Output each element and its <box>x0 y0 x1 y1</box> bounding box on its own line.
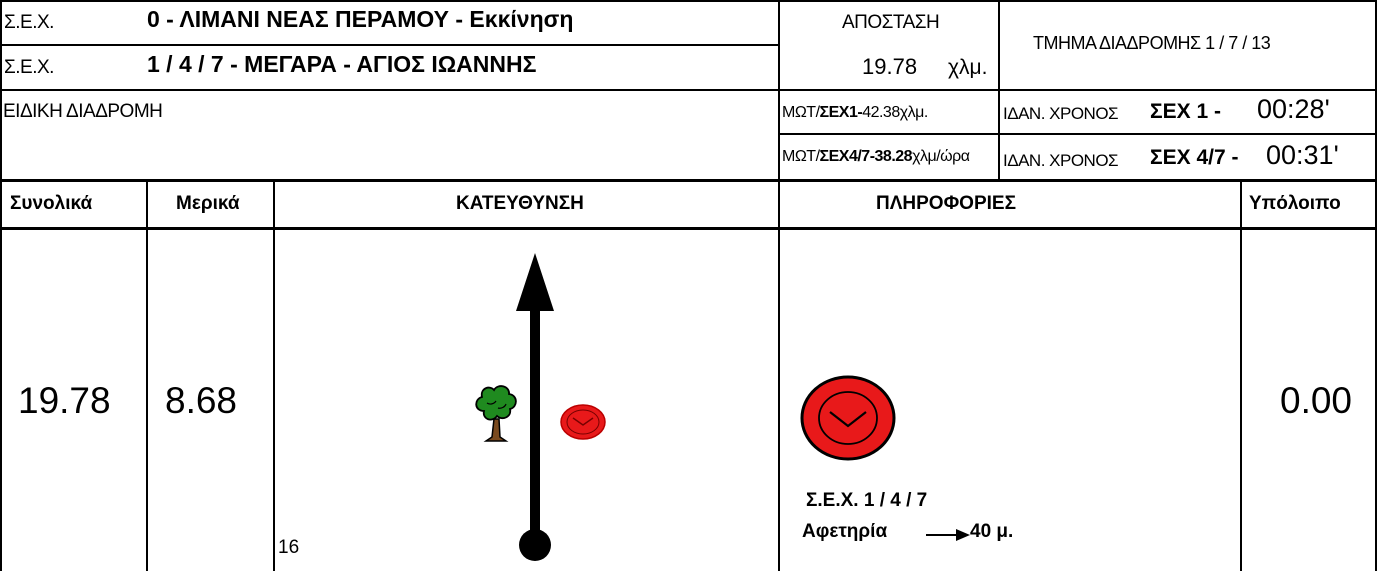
distance-label: ΑΠΟΣΤΑΣΗ <box>842 12 940 33</box>
info-checkpoint: Σ.Ε.Χ. 1 / 4 / 7 <box>806 490 928 511</box>
sex-end-prefix: Σ.Ε.Χ. <box>4 57 54 78</box>
sex-start-title: 0 - ΛΙΜΑΝΙ ΝΕΑΣ ΠΕΡΑΜΟΥ - Εκκίνηση <box>147 6 574 32</box>
ideal-time-label-1: ΙΔΑΝ. ΧΡΟΝΟΣ <box>1003 104 1119 123</box>
ideal-time-value-2: 00:31' <box>1266 140 1339 170</box>
direction-diagram <box>516 253 554 561</box>
arrow-up-icon <box>516 253 554 561</box>
distance-unit: χλμ. <box>948 56 988 79</box>
col-header-partial: Μερικά <box>176 193 240 214</box>
col-header-direction: ΚΑΤΕΥΘΥΝΣΗ <box>456 193 584 214</box>
row-number: 16 <box>278 537 300 558</box>
col-header-info: ΠΛΗΡΟΦΟΡΙΕΣ <box>876 193 1016 214</box>
avg-speed-sex47: ΜΩΤ/ΣΕΧ4/7-38.28χλμ/ώρα <box>782 148 970 165</box>
ideal-time-value-1: 00:28' <box>1257 94 1330 124</box>
ideal-time-sex-2: ΣΕΧ 4/7 - <box>1150 146 1239 169</box>
distance-value: 19.78 <box>862 54 918 79</box>
col-header-total: Συνολικά <box>10 193 93 214</box>
right-arrow-icon <box>926 529 970 541</box>
clock-icon <box>560 404 606 440</box>
col-header-remaining: Υπόλοιπο <box>1249 193 1341 214</box>
total-distance: 19.78 <box>18 380 111 421</box>
avg-speed-sex1: ΜΩΤ/ΣΕΧ1-42.38χλμ. <box>782 104 928 121</box>
partial-distance: 8.68 <box>165 380 238 421</box>
checkpoint-clock-icon <box>800 375 896 461</box>
ideal-time-sex-1: ΣΕΧ 1 - <box>1150 100 1221 123</box>
ideal-time-label-2: ΙΔΑΝ. ΧΡΟΝΟΣ <box>1003 151 1119 170</box>
tree-icon <box>475 385 517 442</box>
sex-start-prefix: Σ.Ε.Χ. <box>4 12 54 33</box>
remaining-distance: 0.00 <box>1280 380 1353 421</box>
sex-end-title: 1 / 4 / 7 - ΜΕΓΑΡΑ - ΑΓΙΟΣ ΙΩΑΝΝΗΣ <box>147 51 537 77</box>
special-route-label: ΕΙΔΙΚΗ ΔΙΑΔΡΟΜΗ <box>3 101 163 122</box>
segment-label: ΤΜΗΜΑ ΔΙΑΔΡΟΜΗΣ 1 / 7 / 13 <box>1033 33 1271 53</box>
